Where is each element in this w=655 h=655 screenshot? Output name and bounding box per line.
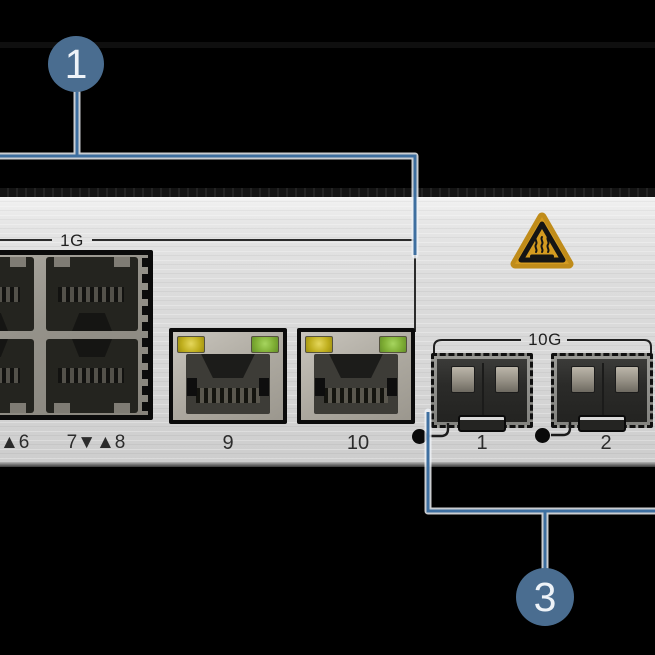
sfp-2-bail-latch	[578, 415, 626, 432]
port-10-green-led	[379, 336, 407, 353]
rj45-jack-7	[0, 339, 34, 413]
sfp-2-plug-tab-left	[571, 366, 595, 393]
sfp1-status-led-dot-icon	[412, 429, 427, 444]
chassis-lip	[0, 188, 655, 197]
callout-1-number: 1	[64, 40, 88, 87]
sfp-1-bail-latch	[458, 415, 506, 432]
port-10-jack	[314, 354, 398, 414]
rj45-jack-8	[46, 339, 138, 413]
hot-surface-warning-icon	[510, 212, 574, 269]
sfp2-led-pointer-curve	[551, 422, 572, 437]
sfp-2-plug-tab-right	[615, 366, 639, 393]
rj45-jack-5	[0, 257, 34, 331]
sfp1-led-pointer-curve	[428, 423, 450, 438]
chassis-top-line	[0, 42, 655, 48]
rj45-port-10	[297, 328, 415, 424]
sfp-port-2	[551, 353, 653, 432]
callout-circle-1: 1	[48, 36, 104, 92]
sfp-2-cavity	[557, 359, 647, 422]
zone-10g-bracket	[433, 339, 652, 353]
rj45-jack-6	[46, 257, 138, 331]
label-ports-7-8: 7▼▲8	[66, 432, 126, 453]
rj45-quad-port-block	[0, 250, 153, 420]
callout-3-number: 3	[533, 573, 557, 620]
zone-1g-label: 1G	[60, 231, 84, 250]
port-9-jack	[186, 354, 270, 414]
sfp-1-cavity	[437, 359, 527, 422]
zone-1g-rule-right	[92, 239, 415, 241]
rj45-port-9	[169, 328, 287, 424]
port-9-yellow-led	[177, 336, 205, 353]
zone-1g-rule-left	[0, 239, 52, 241]
sfp2-status-led-dot-icon	[535, 428, 550, 443]
callout-circle-3: 3	[516, 568, 574, 626]
sfp-1-plug-tab-left	[451, 366, 475, 393]
label-port-9: 9	[222, 432, 234, 454]
sfp-1-plug-tab-right	[495, 366, 519, 393]
label-port-6: ▲6	[0, 432, 30, 453]
front-panel-bottom-edge	[0, 462, 655, 467]
zone-10g-label: 10G	[528, 330, 562, 349]
quad-block-emi-dashes	[142, 258, 148, 412]
port-9-green-led	[251, 336, 279, 353]
label-sfp-2: 2	[600, 432, 612, 454]
zone-divider-rule	[414, 239, 416, 332]
label-port-10: 10	[346, 432, 370, 454]
label-sfp-1: 1	[476, 432, 488, 454]
sfp-port-1	[431, 353, 533, 432]
port-10-yellow-led	[305, 336, 333, 353]
